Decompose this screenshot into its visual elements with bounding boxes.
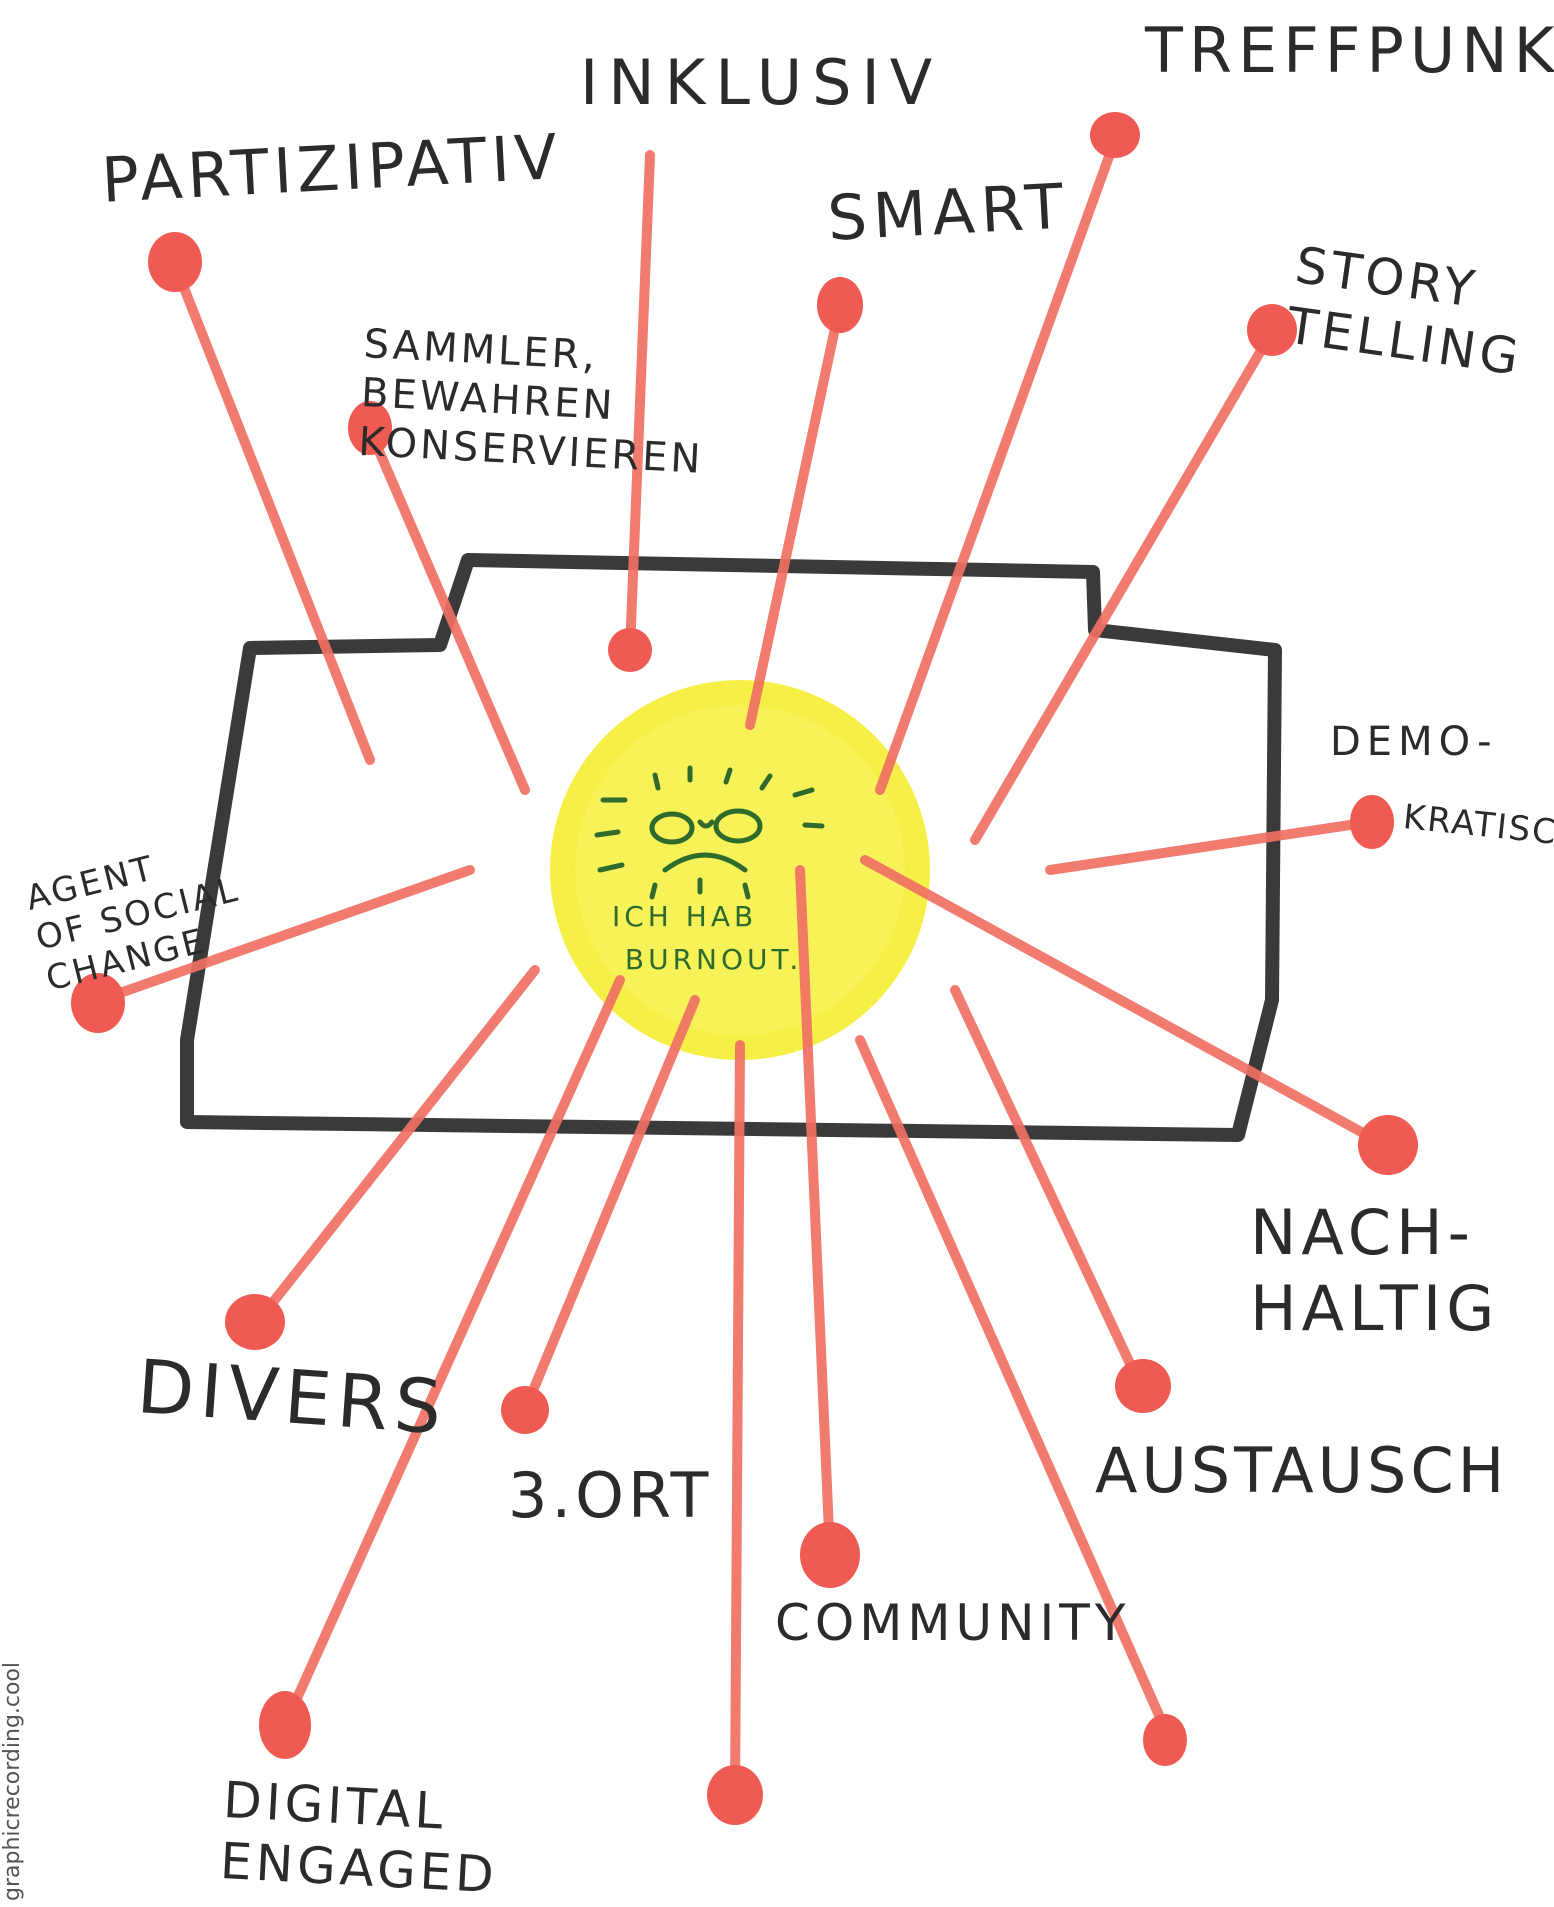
ray-divers xyxy=(250,965,540,1330)
label-inklusiv: INKLUSIV xyxy=(580,46,943,119)
label-community: COMMUNITY xyxy=(775,1594,1131,1652)
ray-inklusiv xyxy=(625,150,655,655)
camera-outline xyxy=(180,553,1282,1142)
dot-austausch xyxy=(1115,1359,1171,1413)
dot-nachhaltig xyxy=(1358,1115,1418,1175)
dot-agent xyxy=(71,973,125,1033)
ray-sammler xyxy=(365,425,530,795)
dot-ort xyxy=(501,1386,549,1434)
ray-agent xyxy=(95,865,475,1005)
dot-smart xyxy=(817,277,863,333)
burnout-face xyxy=(594,765,825,900)
ray-dots xyxy=(71,112,1418,1825)
dot-partizipativ xyxy=(148,232,202,292)
face-eye-right xyxy=(713,808,763,844)
ray-storytelling xyxy=(970,330,1275,845)
dot-bottom xyxy=(707,1765,763,1825)
dot-community xyxy=(800,1522,860,1588)
dot-storytelling xyxy=(1247,304,1297,356)
face-frown xyxy=(662,852,748,873)
dot-treffpunkt xyxy=(1090,112,1140,158)
ray-bottom-right xyxy=(855,1035,1175,1745)
credit-text: graphicrecording.cool xyxy=(0,1661,25,1901)
face-eye-left xyxy=(649,811,695,845)
face-nose xyxy=(697,819,715,829)
ray-ort xyxy=(520,995,700,1415)
dot-divers xyxy=(225,1294,285,1350)
dot-digital xyxy=(259,1691,311,1759)
ray-nachhaltig xyxy=(860,855,1390,1150)
dot-demokratisch xyxy=(1350,795,1394,849)
dot-inklusiv xyxy=(608,628,652,672)
burnout-text: ICH HAB BURNOUT. xyxy=(612,900,803,977)
label-digital: DIGITAL ENGAGED xyxy=(218,1770,500,1905)
label-austausch: AUSTAUSCH xyxy=(1095,1434,1509,1507)
label-divers: DIVERS xyxy=(134,1344,451,1452)
ray-digital xyxy=(280,975,625,1730)
label-3-ort: 3.ORT xyxy=(508,1459,713,1532)
label-nachhaltig: NACH- HALTIG xyxy=(1250,1196,1500,1345)
label-demokratisch-1: DEMO- xyxy=(1330,719,1498,765)
ray-partizipativ xyxy=(170,260,375,765)
dot-bottom-right xyxy=(1143,1714,1187,1766)
ray-austausch xyxy=(950,985,1145,1390)
ray-smart xyxy=(745,300,845,730)
ray-community xyxy=(795,865,835,1560)
ray-treffpunkt xyxy=(875,135,1120,795)
ray-demokratisch xyxy=(1045,817,1375,875)
label-smart: SMART xyxy=(825,169,1071,255)
rays xyxy=(95,135,1390,1800)
dot-sammler xyxy=(348,401,392,455)
label-sammler: SAMMLER, BEWAHREN KONSERVIEREN xyxy=(357,320,705,483)
ray-bottom xyxy=(730,1040,745,1800)
label-treffpunkt: TREFFPUNKT xyxy=(1145,14,1554,87)
